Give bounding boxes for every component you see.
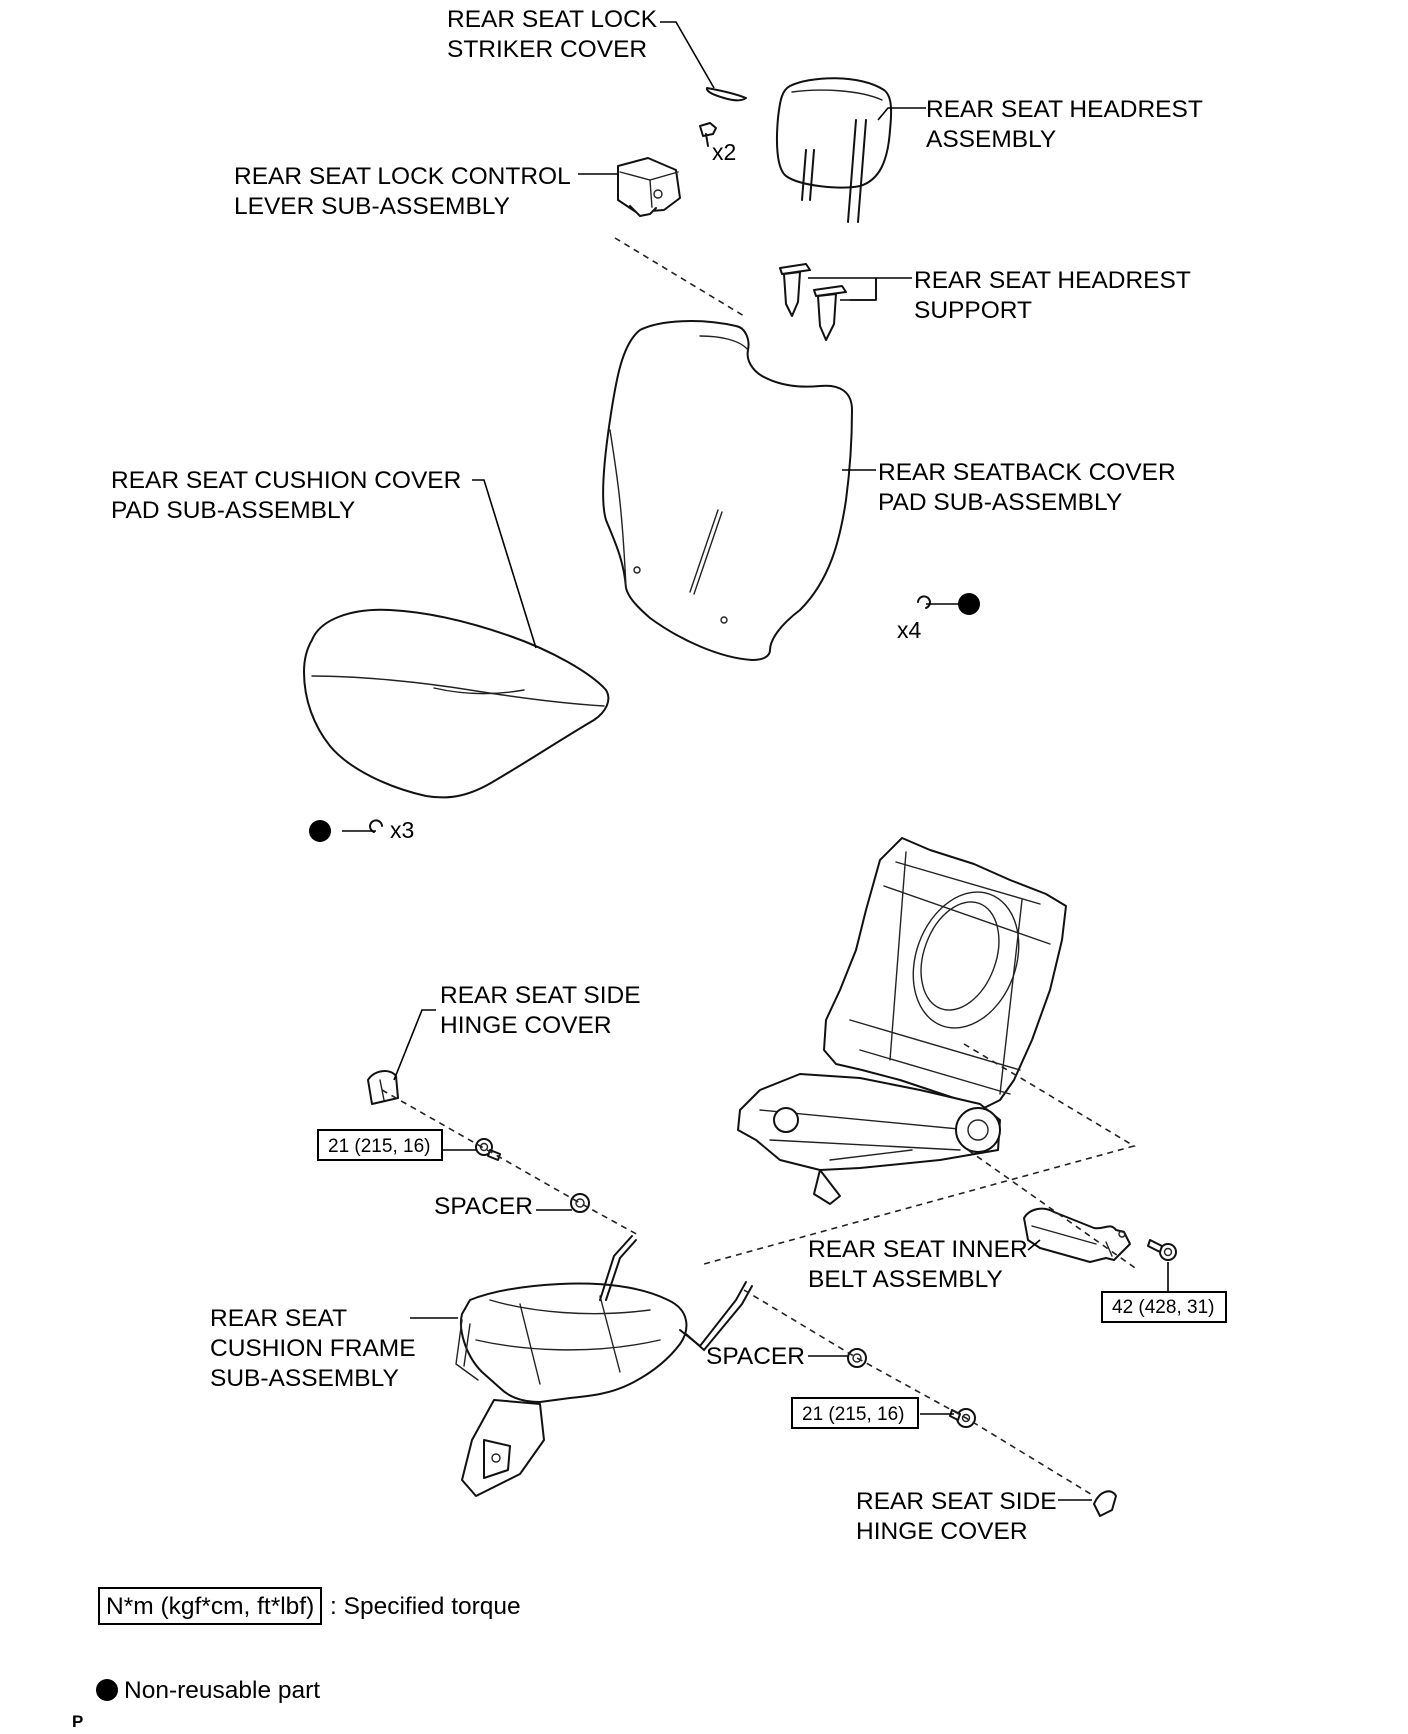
cushion-cover-pad-part bbox=[303, 608, 610, 799]
legend-torque-text: : Specified torque bbox=[330, 1593, 521, 1620]
legend-torque-units: N*m (kgf*cm, ft*lbf) bbox=[106, 1593, 314, 1620]
torque-right-hinge: 21 (215, 16) bbox=[802, 1404, 904, 1425]
spacer-right-part bbox=[847, 1348, 867, 1368]
headrest-support-part bbox=[779, 263, 847, 341]
page-marker: P bbox=[72, 1712, 83, 1731]
legend: N*m (kgf*cm, ft*lbf) : Specified torque … bbox=[96, 1587, 521, 1704]
lock-control-lever-part bbox=[617, 157, 681, 217]
spacer-left-part bbox=[570, 1193, 590, 1213]
label-inner-belt-assembly: REAR SEAT INNER BELT ASSEMBLY bbox=[808, 1236, 1034, 1293]
hog-ring-seatback-part bbox=[917, 595, 958, 609]
torque-box-right-hinge bbox=[791, 1397, 919, 1429]
legend-nonreusable-text: Non-reusable part bbox=[124, 1677, 320, 1704]
label-spacer-right: SPACER bbox=[706, 1343, 805, 1370]
inner-belt-assembly-part bbox=[1023, 1207, 1131, 1263]
legend-torque-box bbox=[98, 1587, 322, 1625]
label-headrest-assembly: REAR SEAT HEADREST ASSEMBLY bbox=[926, 96, 1209, 153]
side-hinge-cover-left-part bbox=[367, 1070, 399, 1105]
torque-box-left-hinge bbox=[317, 1129, 443, 1161]
label-cushion-cover-pad: REAR SEAT CUSHION COVER PAD SUB-ASSEMBLY bbox=[111, 467, 468, 524]
hinge-bolt-left-part bbox=[475, 1138, 501, 1161]
label-headrest-support: REAR SEAT HEADREST SUPPORT bbox=[914, 267, 1197, 324]
label-cushion-frame: REAR SEAT CUSHION FRAME SUB-ASSEMBLY bbox=[210, 1305, 422, 1392]
label-lock-striker-cover: REAR SEAT LOCK STRIKER COVER bbox=[447, 6, 664, 63]
torque-box-belt bbox=[1101, 1291, 1227, 1323]
leader-lines bbox=[393, 21, 1169, 1501]
nonreusable-dot-cushion bbox=[309, 820, 331, 842]
seatback-frame-part bbox=[737, 837, 1067, 1205]
headrest-assembly-part bbox=[776, 77, 893, 223]
qty-screw-x2: x2 bbox=[712, 139, 736, 165]
label-seatback-cover-pad: REAR SEATBACK COVER PAD SUB-ASSEMBLY bbox=[878, 459, 1183, 516]
cushion-frame-part bbox=[455, 1235, 753, 1497]
label-side-hinge-cover-right: REAR SEAT SIDE HINGE COVER bbox=[856, 1488, 1063, 1545]
qty-hog-ring-seatback: x4 bbox=[897, 617, 922, 643]
seatback-cover-pad-part bbox=[602, 320, 853, 661]
hog-ring-cushion-part bbox=[342, 819, 383, 833]
assembly-dashed-lines bbox=[381, 237, 1139, 1497]
belt-bolt-part bbox=[1147, 1239, 1177, 1261]
label-side-hinge-cover-left: REAR SEAT SIDE HINGE COVER bbox=[440, 982, 647, 1039]
label-spacer-left: SPACER bbox=[434, 1193, 533, 1220]
label-lock-control-lever: REAR SEAT LOCK CONTROL LEVER SUB-ASSEMBL… bbox=[234, 163, 577, 220]
side-hinge-cover-right-part bbox=[1093, 1490, 1117, 1517]
nonreusable-dot-seatback bbox=[958, 593, 980, 615]
legend-nonreusable-dot bbox=[96, 1679, 118, 1701]
qty-hog-ring-cushion: x3 bbox=[390, 817, 414, 843]
torque-belt: 42 (428, 31) bbox=[1112, 1297, 1214, 1318]
lock-lever-screw-part bbox=[699, 122, 717, 147]
lock-striker-cover-part bbox=[705, 87, 747, 102]
torque-left-hinge: 21 (215, 16) bbox=[328, 1136, 430, 1157]
